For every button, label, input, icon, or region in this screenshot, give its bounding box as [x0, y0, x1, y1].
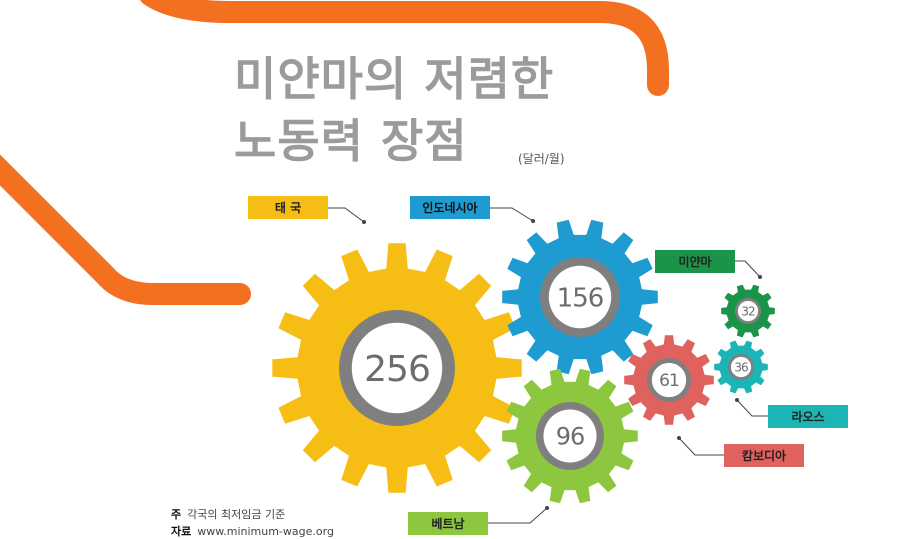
gear-hub: [651, 362, 687, 398]
source-label: 자료: [171, 525, 192, 538]
title-line1: 미얀마의 저렴한: [234, 52, 555, 106]
source-text: www.minimum-wage.org: [197, 525, 334, 538]
note-label: 주: [171, 508, 182, 521]
gear-hub: [351, 322, 443, 414]
value-label: 256: [364, 349, 430, 390]
leader-dot: [735, 398, 739, 402]
note: 주 각국의 최저임금 기준: [171, 506, 285, 522]
unit-label: (달러/월): [518, 152, 565, 166]
title-line2: 노동력 장점: [234, 114, 468, 168]
leader-line: [736, 399, 768, 417]
leader-dot: [531, 219, 535, 223]
leader-line: [735, 260, 761, 278]
label-thailand: 태 국: [248, 196, 328, 219]
leader-line: [488, 507, 548, 524]
leader-line: [678, 437, 724, 456]
label-laos: 라오스: [768, 405, 848, 428]
leader-line: [490, 207, 534, 222]
note-text: 각국의 최저임금 기준: [187, 508, 286, 521]
leader-dot: [545, 506, 549, 510]
gear-hub: [730, 356, 752, 378]
gear-hub: [543, 409, 597, 463]
label-cambodia: 캄보디아: [724, 444, 804, 467]
leader-dot: [758, 275, 762, 279]
label-vietnam: 베트남: [408, 512, 488, 535]
value-label: 156: [557, 283, 604, 313]
leader-line: [328, 207, 365, 223]
value-label: 96: [556, 423, 585, 451]
value-label: 36: [734, 360, 748, 374]
label-indonesia: 인도네시아: [410, 196, 490, 219]
value-label: 61: [659, 371, 679, 391]
leader-dot: [677, 436, 681, 440]
leader-dot: [362, 220, 366, 224]
value-label: 32: [741, 304, 755, 318]
label-myanmar: 미얀마: [655, 250, 735, 273]
source: 자료 www.minimum-wage.org: [171, 523, 334, 539]
gear-hub: [737, 300, 759, 322]
gear-hub: [548, 265, 612, 329]
